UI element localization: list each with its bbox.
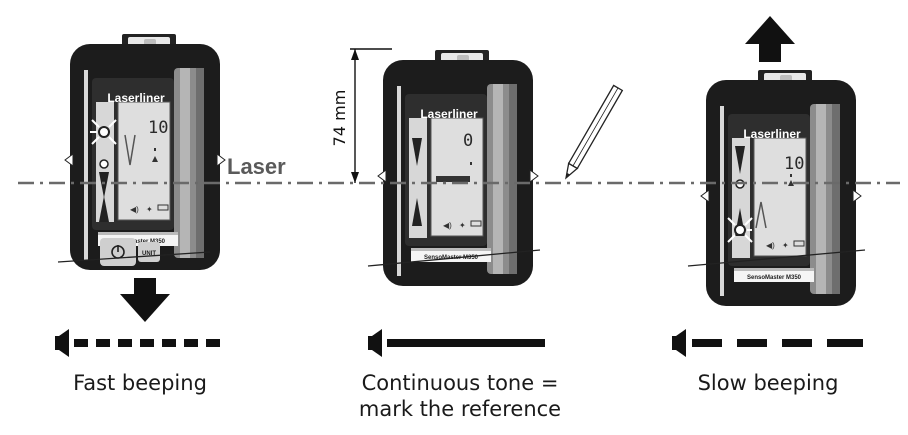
- surface-line-middle: [367, 249, 541, 267]
- unit-button-label: UNIT: [142, 251, 156, 257]
- device-model: SensoMaster M350: [111, 239, 166, 245]
- caption-continuous-tone: Continuous tone = mark the reference: [330, 370, 590, 422]
- caption-slow-beeping: Slow beeping: [668, 370, 868, 396]
- device-left: Laserliner 10 ◀) ✦ SensoMaster M350 UNIT: [64, 33, 226, 271]
- dimension-label: 74 mm: [330, 90, 349, 147]
- dimension-74mm: [350, 48, 392, 183]
- laser-spot-icon: [90, 119, 117, 145]
- lcd-reading: 10: [784, 154, 804, 174]
- device-right: Laserliner 10 ◀) ✦ SensoMaster M350: [700, 69, 862, 307]
- lcd-down-chevron: [124, 134, 136, 166]
- battery-icon: [793, 240, 805, 247]
- pencil-icon: [565, 84, 624, 180]
- tone-fast: [55, 329, 220, 357]
- tone-slow: [672, 329, 863, 357]
- lcd-up-chevron: [755, 201, 767, 229]
- speaker-icon: ◀): [130, 205, 139, 214]
- device-model: SensoMaster M350: [747, 275, 802, 281]
- caption-text: Fast beeping: [73, 371, 207, 395]
- battery-icon: [157, 204, 169, 211]
- battery-icon: [470, 220, 482, 227]
- caption-text: Slow beeping: [697, 371, 839, 395]
- surface-line-left: [57, 251, 211, 263]
- device-icon: [700, 69, 862, 307]
- arrow-up-icon: [745, 16, 795, 62]
- antenna-icon: ✦: [459, 221, 466, 230]
- lcd-center-bar: [436, 176, 470, 182]
- device-icon: [64, 33, 226, 271]
- lcd-reading: 10: [148, 118, 168, 138]
- arrow-down-icon: [120, 278, 170, 322]
- device-brand: Laserliner: [107, 91, 165, 105]
- caption-line-1: Continuous tone =: [361, 371, 559, 395]
- surface-line-right: [687, 249, 866, 267]
- tone-continuous: [368, 329, 545, 357]
- device-brand: Laserliner: [420, 107, 478, 121]
- speaker-icon: ◀): [443, 221, 452, 230]
- device-brand: Laserliner: [743, 127, 801, 141]
- device-middle: Laserliner 0 ◀) ✦ SensoMaster M350: [377, 49, 539, 287]
- antenna-icon: ✦: [146, 205, 153, 214]
- caption-fast-beeping: Fast beeping: [40, 370, 240, 396]
- device-icon: [377, 49, 539, 287]
- laser-label: Laser: [227, 154, 286, 179]
- antenna-icon: ✦: [782, 241, 789, 250]
- lcd-reading: 0: [463, 131, 473, 151]
- speaker-icon: ◀): [766, 241, 775, 250]
- speaker-icon: [55, 329, 69, 357]
- speaker-icon: [672, 329, 686, 357]
- laser-spot-icon: [727, 217, 753, 243]
- speaker-icon: [368, 329, 382, 357]
- caption-line-2: mark the reference: [358, 397, 562, 421]
